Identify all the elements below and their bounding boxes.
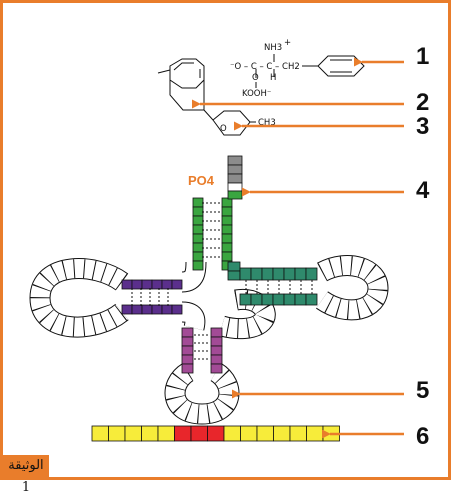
t-arm-upper-cell [283, 267, 296, 281]
t-arm-upper-cell [261, 267, 274, 281]
acceptor-5prime-cell [192, 206, 204, 217]
terminal-nucleotide-cell [227, 164, 243, 175]
mrna-nucleotide-cell [174, 425, 192, 442]
anticodon-arm-right-cell [210, 336, 223, 347]
mrna-nucleotide-cell [273, 425, 291, 442]
d-arm-upper-cell [171, 279, 183, 290]
acceptor-5prime-cell [192, 215, 204, 226]
acceptor-3prime-top-cell [227, 190, 243, 200]
hydrogen-label: H [270, 73, 276, 83]
t-arm-upper-cell [305, 267, 318, 281]
d-arm-upper-cell [151, 279, 163, 290]
acceptor-5prime-cell [192, 260, 204, 271]
t-arm-lower-cell [283, 293, 296, 306]
callout-number-5: 5 [416, 377, 429, 404]
phosphate-label: PO4 [188, 173, 215, 188]
t-arm-lower-cell [305, 293, 318, 306]
t-arm-lower-cell [294, 293, 307, 306]
anticodon-arm-left-cell [181, 345, 194, 356]
mrna-codon-strip [91, 425, 340, 442]
t-arm-lower-cell [239, 293, 252, 306]
t-arm-lower-cell [261, 293, 274, 306]
d-arm-upper-cell [131, 279, 143, 290]
terminal-nucleotide-cell [227, 173, 243, 184]
mrna-nucleotide-cell [289, 425, 307, 442]
plus-charge: + [284, 38, 291, 48]
anticodon-arm-left-cell [181, 336, 194, 347]
d-arm-lower-cell [121, 304, 133, 315]
d-arm-lower-cell [171, 304, 183, 315]
chemical-structure [157, 54, 365, 136]
acceptor-5prime-cell [192, 197, 204, 208]
acceptor-3prime-cell [221, 224, 233, 235]
t-arm-lower-cell [250, 293, 263, 306]
acceptor-3prime-cell [221, 242, 233, 253]
mrna-nucleotide-cell [91, 425, 109, 442]
kooh-label: KOOH⁻ [242, 89, 271, 99]
anticodon-arm-right-cell [210, 327, 223, 338]
callout-number-2: 2 [416, 89, 429, 116]
t-arm-upper-cell [250, 267, 263, 281]
ring-oxygen-label: O [220, 124, 227, 134]
mrna-nucleotide-cell [190, 425, 208, 442]
mrna-nucleotide-cell [240, 425, 258, 442]
terminal-white-cell [227, 182, 243, 192]
d-arm-lower-cell [161, 304, 173, 315]
anticodon-arm-left-cell [181, 327, 194, 338]
acceptor-5prime-cell [192, 224, 204, 235]
t-arm-lower-cell [272, 293, 285, 306]
anticodon-arm-left-cell [181, 363, 194, 374]
mrna-nucleotide-cell [157, 425, 175, 442]
callout-arrows [192, 57, 404, 439]
oxane-ring [212, 110, 251, 136]
document-label: الوثيقة 1 [3, 455, 49, 495]
t-arm-upper-cell [239, 267, 252, 281]
base-pair-lines [131, 202, 313, 360]
mrna-nucleotide-cell [141, 425, 159, 442]
mrna-nucleotide-cell [108, 425, 126, 442]
t-arm-upper-cell [294, 267, 307, 281]
carbonyl-o-label: O [252, 73, 259, 83]
backbone-label: ⁻O – C – C – CH2 [230, 62, 300, 72]
t-arm-upper-cell [272, 267, 285, 281]
methyl-label: CH3 [258, 118, 276, 128]
d-arm-lower-cell [131, 304, 143, 315]
trna-diagram: NH3 + ⁻O – C – C – CH2 O H KOOH⁻ CH3 O [29, 38, 430, 450]
acceptor-3prime-cell [221, 233, 233, 244]
callout-number-6: 6 [416, 423, 429, 450]
anticodon-arm-right-cell [210, 345, 223, 356]
t-arm-connector-cell [227, 270, 241, 281]
callout-number-1: 1 [416, 43, 429, 70]
anticodon-arm-right-cell [210, 363, 223, 374]
acceptor-3prime-cell [221, 215, 233, 226]
acceptor-3prime-cell [221, 206, 233, 217]
d-arm-upper-cell [161, 279, 173, 290]
mrna-nucleotide-cell [124, 425, 142, 442]
d-arm-upper-cell [141, 279, 153, 290]
t-arm-connector-cell [227, 261, 241, 272]
d-arm-lower-cell [151, 304, 163, 315]
acceptor-5prime-cell [192, 251, 204, 262]
terminal-nucleotide-cell [227, 155, 243, 166]
trna-backbone [29, 255, 389, 425]
mrna-nucleotide-cell [256, 425, 274, 442]
cyclopentane-ring [169, 80, 205, 111]
trna-stems [121, 155, 318, 374]
mrna-nucleotide-cell [207, 425, 225, 442]
callout-number-3: 3 [416, 113, 429, 140]
ammonium-label: NH3 [264, 43, 282, 53]
d-arm-upper-cell [121, 279, 133, 290]
mrna-nucleotide-cell [306, 425, 324, 442]
callout-number-4: 4 [416, 177, 430, 204]
anticodon-arm-right-cell [210, 354, 223, 365]
anticodon-arm-left-cell [181, 354, 194, 365]
d-arm-lower-cell [141, 304, 153, 315]
acceptor-3prime-cell [221, 251, 233, 262]
acceptor-5prime-cell [192, 242, 204, 253]
benzene-ring-right [317, 55, 365, 77]
acceptor-5prime-cell [192, 233, 204, 244]
mrna-nucleotide-cell [223, 425, 241, 442]
